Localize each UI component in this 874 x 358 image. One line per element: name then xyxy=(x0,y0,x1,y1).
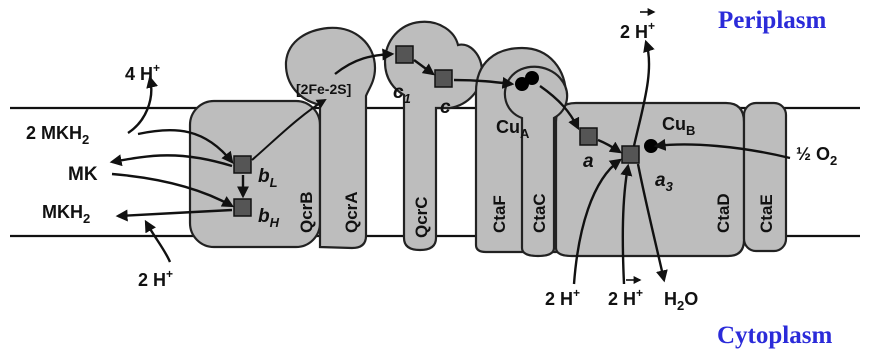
cua-label: CuA xyxy=(496,117,530,141)
heme-c-square xyxy=(434,69,453,88)
o2-label: ½ O2 xyxy=(796,144,837,168)
arrow-bh-to-mkh2 xyxy=(115,208,233,222)
qcra-label: QcrA xyxy=(342,191,361,233)
arrow-o2-to-a3 xyxy=(653,138,791,160)
cua-dot-2 xyxy=(525,71,539,85)
arrow-substrate-proton-in xyxy=(572,158,622,285)
h2-pump-label: 2 H+ xyxy=(608,286,643,309)
ctac-label: CtaC xyxy=(530,193,549,233)
mkh2-top-label: 2 MKH2 xyxy=(26,123,89,147)
heme-a-square xyxy=(579,127,598,146)
bh-label: bH xyxy=(258,206,280,230)
h2o-label: H2O xyxy=(664,289,698,313)
arrow-mkh2-oxidation xyxy=(137,128,234,164)
cub-label: CuB xyxy=(662,114,695,138)
qcra-subunit xyxy=(284,26,377,250)
h2-left-label: 2 H+ xyxy=(138,267,173,290)
ctae-label: CtaE xyxy=(757,194,776,233)
heme-bl-square xyxy=(233,155,252,174)
h2-periplasm-label: 2 H+ xyxy=(620,19,655,42)
c1-label: c1 xyxy=(393,82,411,106)
h2-substrate-label: 2 H+ xyxy=(545,286,580,309)
cub-dot xyxy=(644,139,658,153)
arrow-pumped-proton-in xyxy=(620,163,633,285)
qcrb-label: QcrB xyxy=(297,191,316,233)
arrow-c1-to-c xyxy=(413,59,435,76)
ctae-subunit xyxy=(742,101,788,253)
ctad-label: CtaD xyxy=(714,193,733,233)
mkh2-bottom-label: MKH2 xyxy=(42,202,90,226)
a3-label: a3 xyxy=(655,170,674,194)
bl-label: bL xyxy=(258,166,278,190)
arrow-mk-to-bh xyxy=(111,172,235,208)
arrow-a-to-a3 xyxy=(597,138,622,154)
qcrc-label: QcrC xyxy=(412,196,431,238)
mk-label: MK xyxy=(68,164,98,185)
arrow-bl-to-fes xyxy=(251,98,327,161)
arrow-h2o-release xyxy=(636,163,668,283)
heme-a3-square xyxy=(621,145,640,164)
arrow-c-to-cua xyxy=(453,76,515,89)
heme-bh-square xyxy=(233,198,252,217)
arrow-2h-uptake xyxy=(144,219,172,263)
cytoplasm-label: Cytoplasm xyxy=(717,322,832,349)
ctaf-label: CtaF xyxy=(490,195,509,233)
c-label: c xyxy=(440,97,451,118)
arrow-proton-pump-out xyxy=(632,39,655,147)
arrow-cua-to-a xyxy=(539,85,580,131)
periplasm-label: Periplasm xyxy=(718,7,826,34)
arrow-fes-to-c1 xyxy=(334,48,395,75)
heme-c1-square xyxy=(395,45,414,64)
a-label: a xyxy=(583,151,594,172)
arrow-4h-release xyxy=(127,75,158,135)
h4-label: 4 H+ xyxy=(125,61,160,84)
arrow-mk-release xyxy=(109,154,233,168)
fes-label: [2Fe-2S] xyxy=(296,81,351,97)
